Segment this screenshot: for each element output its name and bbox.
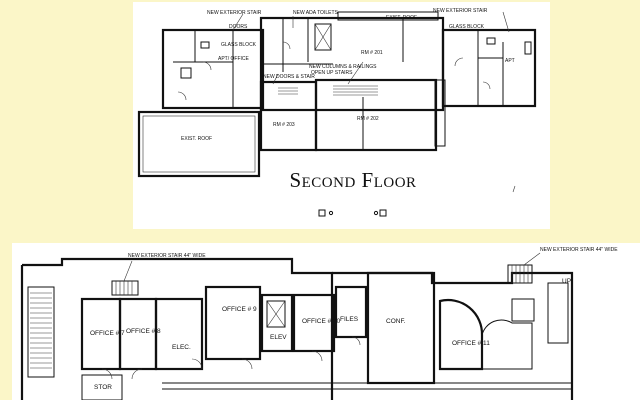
label-new-exterior-stair-right: NEW EXTERIOR STAIR 44" WIDE bbox=[540, 247, 618, 253]
label-office-7: OFFICE # 7 bbox=[90, 330, 125, 337]
right-stair bbox=[547, 282, 569, 344]
scale-marker bbox=[373, 210, 379, 216]
label-stor: STOR bbox=[94, 384, 112, 391]
door-swings bbox=[177, 41, 491, 101]
label-office-9: OFFICE # 9 bbox=[222, 306, 257, 313]
office-11-wall bbox=[438, 298, 484, 371]
second-floor-sheet: NEW EXTERIOR STAIR NEW ADA TOILETS NEW E… bbox=[133, 2, 550, 229]
elev-wall bbox=[260, 293, 294, 353]
right-wing-wall bbox=[441, 28, 537, 108]
left-stair-treads bbox=[30, 292, 52, 369]
first-floor-sheet: NEW EXTERIOR STAIR 44" WIDE NEW EXTERIOR… bbox=[12, 243, 640, 400]
left-stair bbox=[27, 286, 55, 378]
elevator-cross bbox=[266, 300, 286, 328]
fixture bbox=[180, 67, 192, 79]
label-glass-block-left: GLASS BLOCK bbox=[221, 42, 257, 48]
conf-wall bbox=[366, 271, 436, 385]
elevator-cross bbox=[314, 23, 332, 51]
left-wing-wall bbox=[161, 28, 265, 110]
label-conf: CONF. bbox=[386, 318, 406, 325]
toilet-fixture bbox=[200, 41, 210, 49]
leader-line bbox=[523, 252, 541, 266]
rm-203-wall bbox=[259, 80, 318, 152]
right-link-wall bbox=[434, 79, 446, 147]
rm-202-wall bbox=[314, 78, 438, 152]
elevator-shaft bbox=[266, 300, 286, 328]
label-new-exterior-stair-left: NEW EXTERIOR STAIR 44" WIDE bbox=[128, 253, 206, 259]
label-office-8: OFFICE # 8 bbox=[126, 328, 161, 335]
new-exterior-stair-left-treads bbox=[115, 281, 133, 295]
label-glass-block-right: GLASS BLOCK bbox=[449, 24, 485, 30]
label-doors: DOORS bbox=[229, 24, 248, 30]
label-apt-office: APT/ OFFICE bbox=[218, 56, 250, 62]
label-elev: ELEV bbox=[270, 334, 287, 341]
elec-wall bbox=[154, 297, 204, 371]
label-new-exterior-stair-left: NEW EXTERIOR STAIR bbox=[207, 10, 262, 16]
exist-roof-inner bbox=[142, 115, 256, 173]
label-new-columns: NEW COLUMNS & RAILINGS bbox=[309, 64, 377, 70]
label-office-10: OFFICE # 10 bbox=[302, 318, 341, 325]
label-elec: ELEC. bbox=[172, 344, 191, 351]
label-up: UP bbox=[562, 278, 571, 285]
leader-line bbox=[123, 260, 133, 282]
label-new-doors-stair: NEW DOORS & STAIR bbox=[263, 74, 315, 80]
label-new-exterior-stair-right: NEW EXTERIOR STAIR bbox=[433, 8, 488, 14]
label-open-up-stairs: OPEN UP STAIRS bbox=[311, 70, 353, 76]
label-rm-201: RM # 201 bbox=[361, 50, 383, 56]
leader-lines bbox=[232, 11, 510, 85]
first-floor-plan: NEW EXTERIOR STAIR 44" WIDE NEW EXTERIOR… bbox=[20, 247, 618, 400]
restroom bbox=[511, 298, 535, 322]
new-exterior-stair-right-treads bbox=[511, 265, 529, 283]
office-11-annex bbox=[481, 319, 533, 370]
door-swings bbox=[101, 336, 361, 380]
perimeter-wall bbox=[22, 257, 334, 400]
scale-marker bbox=[318, 209, 326, 217]
files-wall bbox=[334, 285, 368, 339]
label-files: FILES bbox=[340, 316, 359, 323]
stair-treads bbox=[278, 85, 378, 96]
exist-roof-area bbox=[137, 110, 261, 178]
label-rm-203: RM # 203 bbox=[273, 122, 295, 128]
stor-wall bbox=[81, 374, 123, 400]
label-exist-roof: EXIST. ROOF bbox=[181, 136, 212, 142]
page-title: Second Floor bbox=[289, 168, 417, 192]
scale-marker bbox=[379, 209, 387, 217]
toilet-fixture bbox=[486, 37, 496, 45]
second-floor-plan: NEW EXTERIOR STAIR NEW ADA TOILETS NEW E… bbox=[137, 8, 537, 217]
edge-tick bbox=[512, 185, 516, 193]
label-rm-202: RM # 202 bbox=[357, 116, 379, 122]
label-exist-roof-top: EXIST. ROOF bbox=[386, 15, 417, 21]
scale-marker bbox=[328, 210, 334, 216]
label-office-11: OFFICE # 11 bbox=[452, 340, 490, 347]
new-exterior-stair-left bbox=[111, 280, 139, 296]
exterior-stair-right bbox=[524, 41, 532, 55]
label-apt: APT bbox=[505, 58, 515, 64]
office-9-wall bbox=[204, 285, 262, 361]
exist-roof-band bbox=[337, 11, 439, 21]
elevator-shaft bbox=[314, 23, 332, 51]
label-new-ada-toilets: NEW ADA TOILETS bbox=[293, 10, 338, 16]
